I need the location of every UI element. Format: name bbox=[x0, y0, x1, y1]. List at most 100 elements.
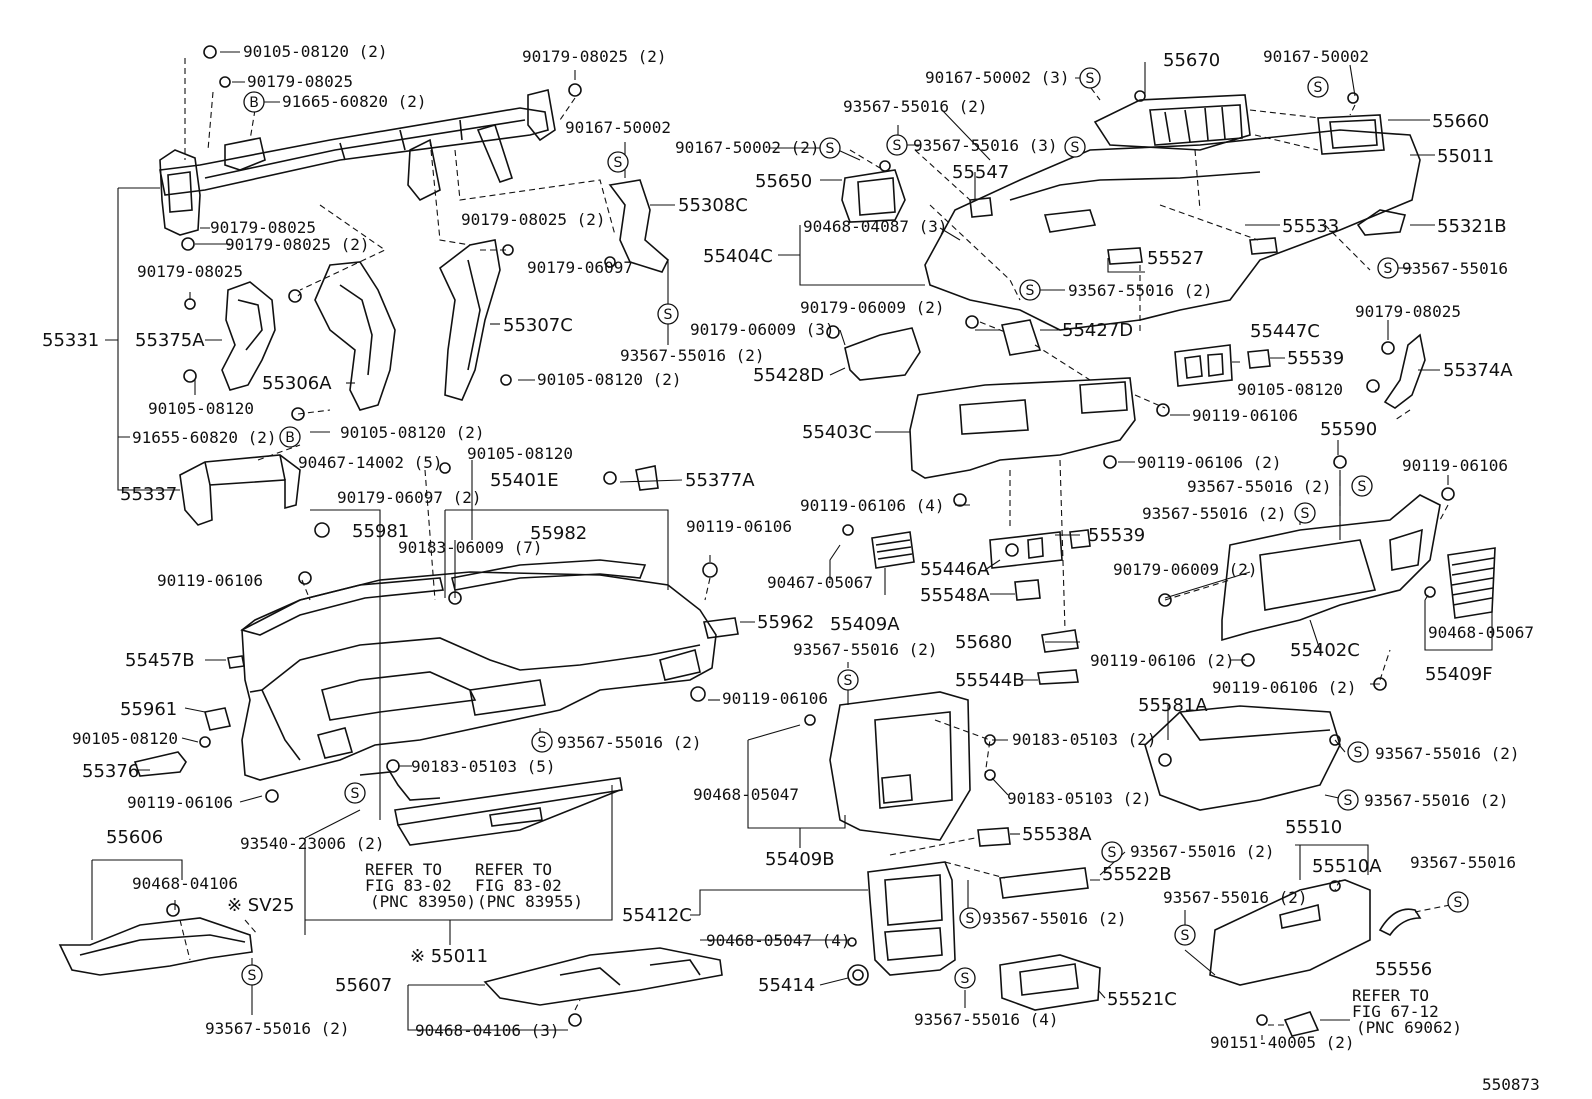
svg-text:B: B bbox=[285, 430, 295, 446]
part-label: 90105-08120 (2) bbox=[537, 370, 682, 389]
part-label: 93567-55016 (2) bbox=[1375, 744, 1520, 763]
reinforcement-assembly bbox=[159, 45, 669, 538]
svg-text:S: S bbox=[961, 971, 970, 987]
svg-text:S: S bbox=[664, 307, 673, 323]
s-marker: S bbox=[1174, 924, 1196, 946]
svg-text:S: S bbox=[1354, 745, 1363, 761]
s-marker: S bbox=[886, 134, 908, 156]
s-marker: S bbox=[1101, 841, 1123, 863]
part-label: 90179-06097 bbox=[527, 258, 633, 277]
part-label: 90468-04106 bbox=[132, 874, 238, 893]
part-number-label: 55401E bbox=[490, 470, 559, 491]
part-label: 90119-06106 bbox=[127, 793, 233, 812]
part-number-label: 55412C bbox=[622, 905, 692, 926]
part-number-label: 55428D bbox=[753, 365, 824, 386]
part-number-label: 55548A bbox=[920, 585, 990, 606]
part-number-label: 55427D bbox=[1062, 320, 1133, 341]
svg-text:S: S bbox=[1071, 140, 1080, 156]
part-number-label: 55982 bbox=[530, 523, 587, 544]
part-label: 90119-06106 bbox=[686, 517, 792, 536]
part-label: 90119-06106 (2) bbox=[1137, 453, 1282, 472]
part-number-label: 55522B bbox=[1102, 864, 1172, 885]
part-number-label: 55590 bbox=[1320, 419, 1377, 440]
part-number-label: 55680 bbox=[955, 632, 1012, 653]
part-label: 90179-08025 (2) bbox=[225, 235, 370, 254]
part-number-label: 55539 bbox=[1088, 525, 1145, 546]
part-label: 90179-06009 (2) bbox=[800, 298, 945, 317]
s-marker: S bbox=[1064, 136, 1086, 158]
part-number-label: 55375A bbox=[135, 330, 205, 351]
upper-dash-assembly bbox=[826, 90, 1426, 417]
part-label: 90468-05047 (4) bbox=[706, 931, 851, 950]
s-marker: S bbox=[1019, 279, 1041, 301]
s-marker: S bbox=[954, 967, 976, 989]
part-number-label: 55510A bbox=[1312, 856, 1382, 877]
part-label: 93567-55016 (2) bbox=[1142, 504, 1287, 523]
part-number-label: 55527 bbox=[1147, 248, 1204, 269]
part-label: 93567-55016 (2) bbox=[1187, 477, 1332, 496]
part-label: 90119-06106 bbox=[1192, 406, 1298, 425]
instrument-panel bbox=[58, 559, 739, 1027]
part-label: 90468-05047 bbox=[693, 785, 799, 804]
s-marker: S bbox=[837, 669, 859, 691]
refer-note: FIG 83-02 bbox=[475, 876, 562, 895]
part-label: 90151-40005 (2) bbox=[1210, 1033, 1355, 1052]
part-label: 90468-04087 (3) bbox=[803, 217, 948, 236]
part-number-label: 55402C bbox=[1290, 640, 1360, 661]
part-number-label: 55556 bbox=[1375, 959, 1432, 980]
part-number-label: 55606 bbox=[106, 827, 163, 848]
part-label: 90179-08025 bbox=[210, 218, 316, 237]
part-number-label: 55307C bbox=[503, 315, 573, 336]
b-marker: B bbox=[279, 426, 301, 448]
part-number-label: 55607 bbox=[335, 975, 392, 996]
part-label: 93567-55016 bbox=[1402, 259, 1508, 278]
part-number-label: 55581A bbox=[1138, 695, 1208, 716]
part-label: 90119-06106 bbox=[1402, 456, 1508, 475]
svg-text:S: S bbox=[248, 968, 257, 984]
part-label: 90167-50002 bbox=[1263, 47, 1369, 66]
s-marker: S bbox=[607, 151, 629, 173]
svg-text:S: S bbox=[1344, 793, 1353, 809]
part-number-label: 55547 bbox=[952, 162, 1009, 183]
s-marker: S bbox=[1307, 76, 1329, 98]
svg-text:S: S bbox=[1384, 261, 1393, 277]
part-number-label: 55409F bbox=[1425, 664, 1493, 685]
svg-text:S: S bbox=[966, 911, 975, 927]
s-marker: S bbox=[657, 303, 679, 325]
part-number-label: 55510 bbox=[1285, 817, 1342, 838]
part-number-label: 55670 bbox=[1163, 50, 1220, 71]
refer-note: (PNC 83955) bbox=[477, 892, 583, 911]
part-label: 93540-23006 (2) bbox=[240, 834, 385, 853]
refer-note: FIG 83-02 bbox=[365, 876, 452, 895]
part-number-label: 55544B bbox=[955, 670, 1025, 691]
s-marker: S bbox=[1351, 475, 1373, 497]
part-label: 90167-50002 (3) bbox=[925, 68, 1070, 87]
part-number-label: 55521C bbox=[1107, 989, 1177, 1010]
part-label: 90119-06106 bbox=[157, 571, 263, 590]
leader-lines bbox=[91, 51, 1493, 1040]
part-label: 90105-08120 bbox=[467, 444, 573, 463]
part-number-label: 55409B bbox=[765, 849, 835, 870]
part-number-label: 55539 bbox=[1287, 348, 1344, 369]
part-label: 93567-55016 (2) bbox=[205, 1019, 350, 1038]
part-number-label: 55414 bbox=[758, 975, 815, 996]
part-number-label: 55374A bbox=[1443, 360, 1513, 381]
part-label: 90179-08025 bbox=[1355, 302, 1461, 321]
part-label: 93567-55016 (2) bbox=[1364, 791, 1509, 810]
svg-text:S: S bbox=[893, 138, 902, 154]
figure-id: 550873 bbox=[1482, 1075, 1540, 1094]
part-label: 93567-55016 (2) bbox=[1163, 888, 1308, 907]
part-label: 93567-55016 (4) bbox=[914, 1010, 1059, 1029]
part-label: 91665-60820 (2) bbox=[282, 92, 427, 111]
part-label: 90105-08120 bbox=[72, 729, 178, 748]
part-number-label: 55011 bbox=[1437, 146, 1494, 167]
svg-text:S: S bbox=[614, 155, 623, 171]
part-number-label: 55321B bbox=[1437, 216, 1507, 237]
marker-circles: B B S S S S S S S S S S S S S S S S S S … bbox=[241, 67, 1469, 989]
refer-note: REFER TO bbox=[475, 860, 552, 879]
part-label: 93567-55016 (3) bbox=[913, 136, 1058, 155]
s-marker: S bbox=[344, 782, 366, 804]
svg-text:S: S bbox=[1026, 283, 1035, 299]
variant-note: ※ 55011 bbox=[410, 946, 488, 967]
part-label: 90167-50002 (2) bbox=[675, 138, 820, 157]
